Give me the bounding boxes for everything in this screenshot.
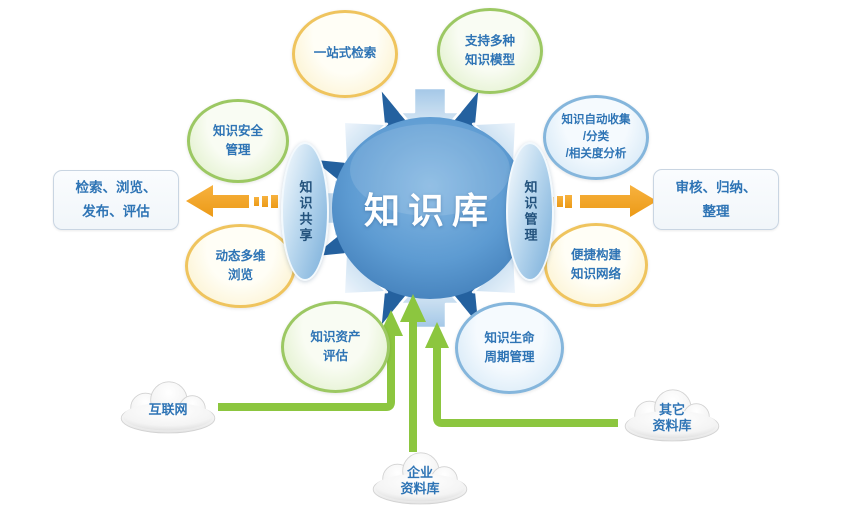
bubble-multi-models: 支持多种 知识模型 [437,8,543,94]
arrowhead-enterprise [400,294,426,322]
bubble-one-stop-search: 一站式检索 [292,10,398,98]
source-connectors [218,320,618,452]
cloud-other-database: 其它 资料库 [620,386,724,444]
cloud-enterprise-database-label: 企业 资料库 [400,464,440,496]
bubble-multi-models-label: 支持多种 知识模型 [464,33,515,67]
cloud-other-database-label: 其它 资料库 [652,401,692,433]
connector-other [433,346,618,427]
arrowhead-other [425,322,449,348]
cloud-internet: 互联网 [116,378,220,436]
bubble-dynamic-browse-label: 动态多维 浏览 [215,248,266,282]
cloud-icon [624,389,720,442]
cloud-icon [372,452,468,505]
bubble-lifecycle-label: 知识生命 周期管理 [484,330,535,364]
bubble-auto-collect-label: 知识自动收集 /分类 /相关度分析 [561,113,631,161]
box-review-summarize-organize: 审核、归纳、 整理 [653,169,779,230]
bubble-asset-eval-label: 知识资产 评估 [310,329,361,363]
bubble-one-stop-search-label: 一站式检索 [313,46,377,61]
hub-knowledge-share: 知识共享 [281,142,329,281]
bubble-easy-network: 便捷构建 知识网络 [544,223,648,307]
core-gloss [350,124,510,216]
bubble-easy-network-label: 便捷构建 知识网络 [570,247,621,281]
cloud-icon [120,381,216,434]
arrow-to-right-box [549,185,657,217]
core-circle [332,117,528,299]
bubble-dynamic-browse: 动态多维 浏览 [185,224,296,308]
bubble-auto-collect: 知识自动收集 /分类 /相关度分析 [543,95,649,180]
box-search-browse-publish-evaluate: 检索、浏览、 发布、评估 [53,170,179,230]
cloud-enterprise-database: 企业 资料库 [368,448,472,508]
center-knowledge-base-label: 知识库 [363,190,496,231]
bubble-asset-eval: 知识资产 评估 [281,301,390,393]
bubble-security: 知识安全 管理 [187,99,289,183]
connector-internet [218,332,395,411]
arrow-to-left-box [186,185,278,217]
hub-knowledge-manage: 知识管理 [506,142,554,281]
bubble-security-label: 知识安全 管理 [212,123,263,157]
cloud-internet-label: 互联网 [148,401,188,417]
bubble-lifecycle: 知识生命 周期管理 [455,302,564,394]
